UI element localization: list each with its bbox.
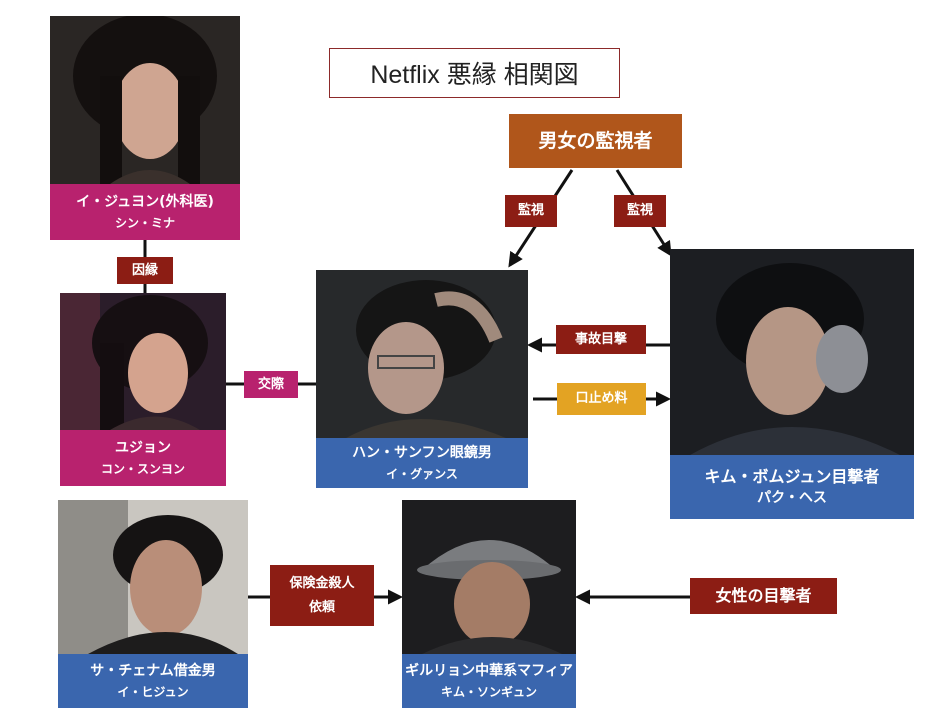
name-gilryong: ギルリョン中華系マフィア bbox=[405, 663, 573, 679]
portrait-han-sanghoon bbox=[316, 270, 528, 438]
card-kim-beomjun: キム・ボムジュン目撃者 パク・ヘス bbox=[670, 249, 914, 519]
portrait-kim-beomjun bbox=[670, 249, 914, 455]
caption-kim-beomjun: キム・ボムジュン目撃者 パク・ヘス bbox=[670, 455, 914, 519]
insurance-label-box: 保険金殺人 依頼 bbox=[270, 565, 374, 626]
dating-label: 交際 bbox=[257, 376, 284, 392]
name-kim-beomjun: キム・ボムジュン目撃者 bbox=[704, 467, 880, 486]
card-yujeong: ユジョン コン・スンヨン bbox=[60, 293, 226, 486]
card-lee-juyeon: イ・ジュヨン(外科医) シン・ミナ bbox=[50, 16, 240, 240]
watch-right-label: 監視 bbox=[626, 203, 653, 218]
female-witness-box: 女性の目撃者 bbox=[690, 578, 837, 614]
fate-label-box: 因縁 bbox=[117, 257, 173, 284]
caption-lee-juyeon: イ・ジュヨン(外科医) シン・ミナ bbox=[50, 184, 240, 240]
actor-kim-beomjun: パク・ヘス bbox=[757, 490, 827, 506]
actor-gilryong: キム・ソンギュン bbox=[440, 685, 537, 699]
female-witness-label: 女性の目撃者 bbox=[715, 586, 812, 605]
card-sa-jaenam: サ・チェナム借金男 イ・ヒジュン bbox=[58, 500, 248, 708]
portrait-yujeong bbox=[60, 293, 226, 430]
caption-gilryong: ギルリョン中華系マフィア キム・ソンギュン bbox=[402, 654, 576, 708]
name-yujeong: ユジョン bbox=[115, 440, 171, 456]
accident-label-box: 事故目撃 bbox=[556, 325, 646, 354]
insurance-label-line1: 保険金殺人 bbox=[289, 575, 355, 591]
fate-label: 因縁 bbox=[131, 262, 158, 278]
watch-right-label-box: 監視 bbox=[614, 195, 666, 227]
name-sa-jaenam: サ・チェナム借金男 bbox=[90, 663, 216, 679]
hush-money-label: 口止め料 bbox=[575, 391, 628, 406]
actor-yujeong: コン・スンヨン bbox=[100, 462, 185, 476]
hush-money-label-box: 口止め料 bbox=[557, 383, 646, 415]
insurance-label-line2: 依頼 bbox=[308, 599, 335, 615]
caption-han-sanghoon: ハン・サンフン眼鏡男 イ・グァンス bbox=[316, 438, 528, 488]
actor-sa-jaenam: イ・ヒジュン bbox=[117, 685, 189, 699]
portrait-sa-jaenam bbox=[58, 500, 248, 654]
observers-label: 男女の監視者 bbox=[538, 130, 653, 152]
portrait-lee-juyeon bbox=[50, 16, 240, 184]
actor-han-sanghoon: イ・グァンス bbox=[386, 467, 458, 481]
card-han-sanghoon: ハン・サンフン眼鏡男 イ・グァンス bbox=[316, 270, 528, 488]
accident-label: 事故目撃 bbox=[574, 331, 627, 347]
card-gilryong: ギルリョン中華系マフィア キム・ソンギュン bbox=[402, 500, 576, 708]
observers-box: 男女の監視者 bbox=[509, 114, 682, 168]
portrait-gilryong bbox=[402, 500, 576, 654]
actor-lee-juyeon: シン・ミナ bbox=[114, 216, 175, 230]
name-lee-juyeon: イ・ジュヨン(外科医) bbox=[76, 194, 214, 210]
caption-yujeong: ユジョン コン・スンヨン bbox=[60, 430, 226, 486]
diagram-title: Netflix 悪縁 相関図 bbox=[329, 48, 620, 98]
name-han-sanghoon: ハン・サンフン眼鏡男 bbox=[352, 445, 492, 461]
caption-sa-jaenam: サ・チェナム借金男 イ・ヒジュン bbox=[58, 654, 248, 708]
dating-label-box: 交際 bbox=[244, 371, 298, 398]
watch-left-label-box: 監視 bbox=[505, 195, 557, 227]
watch-left-label: 監視 bbox=[517, 203, 544, 218]
